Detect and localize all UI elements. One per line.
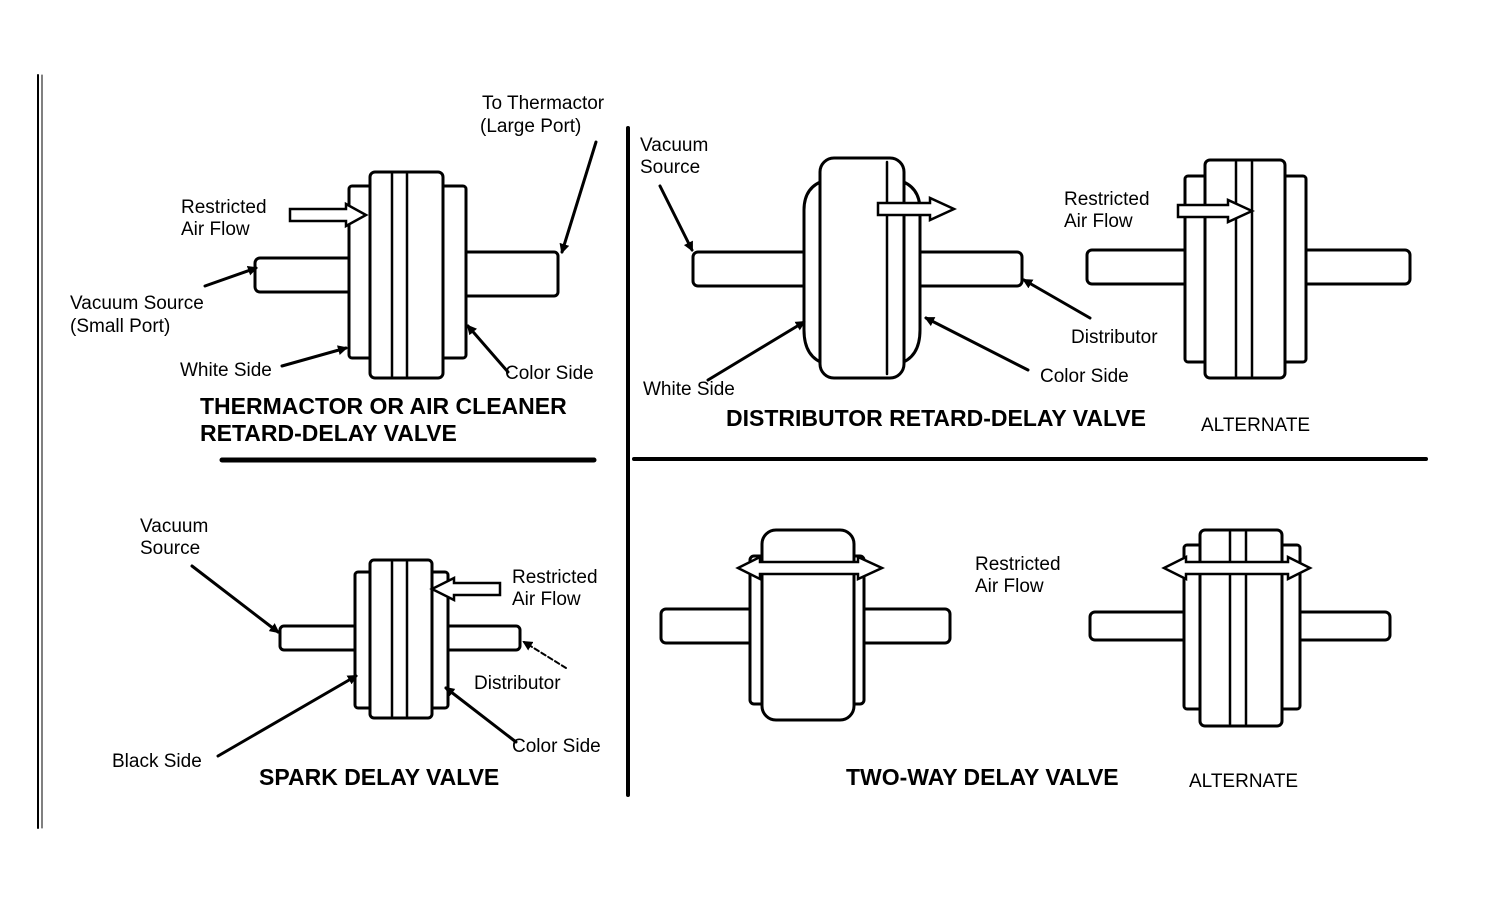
two-way-alt-valve-body	[1198, 528, 1284, 728]
label-distributor-2: Distributor	[1071, 327, 1158, 348]
spark-flow-arrow	[429, 575, 502, 603]
two-way-port-right	[854, 607, 952, 645]
thermactor-valve	[253, 170, 560, 380]
distributor-alternate-valve	[1085, 158, 1412, 380]
two-way-valve-body	[760, 528, 856, 722]
distributor-alt-port-right	[1298, 248, 1412, 286]
two-way-flow-arrow	[735, 554, 886, 582]
two-way-alternate-valve	[1088, 528, 1392, 728]
thermactor-flow-arrow	[288, 201, 369, 229]
label-vacuum-3: Vacuum	[140, 516, 208, 537]
title-spark: SPARK DELAY VALVE	[259, 764, 499, 790]
distributor-alt-port-left	[1085, 248, 1193, 286]
label-air-flow-1: Air Flow	[181, 219, 250, 240]
label-restricted-2: Restricted	[1064, 189, 1150, 210]
label-to-thermactor: To Thermactor	[482, 93, 605, 114]
distributor-alt-flow-arrow	[1176, 198, 1256, 224]
label-distributor-3: Distributor	[474, 673, 561, 694]
label-color-side-3: Color Side	[512, 736, 601, 757]
thermactor-small-port	[253, 256, 357, 294]
title-thermactor-line2: RETARD-DELAY VALVE	[200, 420, 457, 446]
label-air-flow-4: Air Flow	[975, 576, 1044, 597]
label-color-side-2: Color Side	[1040, 366, 1129, 387]
spark-delay-valve	[278, 558, 522, 720]
two-way-alt-flow-arrow	[1161, 554, 1313, 582]
spark-port-left	[278, 624, 360, 652]
distributor-port-right	[908, 250, 1024, 288]
label-restricted-4: Restricted	[975, 554, 1061, 575]
two-way-port-left	[659, 607, 759, 645]
title-two-way: TWO-WAY DELAY VALVE	[846, 764, 1119, 790]
label-restricted-3: Restricted	[512, 567, 598, 588]
distributor-flow-arrow	[876, 196, 958, 222]
label-small-port: (Small Port)	[70, 316, 170, 337]
title-thermactor-line1: THERMACTOR OR AIR CLEANER	[200, 393, 567, 419]
distributor-port-left	[691, 250, 815, 288]
thermactor-large-port	[460, 250, 560, 298]
label-alternate-1: ALTERNATE	[1201, 415, 1310, 436]
distributor-alt-valve-body	[1203, 158, 1287, 380]
label-restricted-1: Restricted	[181, 197, 267, 218]
two-way-valve	[659, 528, 952, 722]
label-source-3: Source	[140, 538, 200, 559]
label-air-flow-3: Air Flow	[512, 589, 581, 610]
distributor-valve-body	[818, 156, 906, 380]
distributor-valve	[691, 156, 1024, 380]
label-alternate-2: ALTERNATE	[1189, 771, 1298, 792]
label-black-side: Black Side	[112, 751, 202, 772]
spark-valve-body	[368, 558, 434, 720]
two-way-alt-port-left	[1088, 610, 1190, 642]
title-distributor: DISTRIBUTOR RETARD-DELAY VALVE	[726, 405, 1146, 431]
two-way-alt-port-right	[1290, 610, 1392, 642]
label-white-side-1: White Side	[180, 360, 272, 381]
label-vacuum-source-1: Vacuum Source	[70, 293, 204, 314]
label-white-side-2: White Side	[643, 379, 735, 400]
label-air-flow-2: Air Flow	[1064, 211, 1133, 232]
label-large-port: (Large Port)	[480, 116, 581, 137]
label-source-2: Source	[640, 157, 700, 178]
label-vacuum-2: Vacuum	[640, 135, 708, 156]
label-color-side-1: Color Side	[505, 363, 594, 384]
